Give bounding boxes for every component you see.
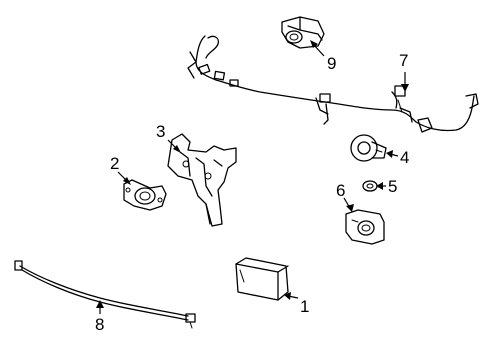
part-3-bracket: [167, 133, 237, 227]
part-5-washer: [362, 180, 378, 192]
part-8-cable: [14, 260, 196, 329]
callout-7: 7: [399, 51, 409, 92]
callout-9-label: 9: [327, 54, 336, 73]
callout-5: 5: [376, 177, 397, 196]
callout-3-label: 3: [156, 122, 165, 141]
callout-5-label: 5: [388, 177, 397, 196]
callout-9: 9: [310, 40, 336, 73]
callout-6: 6: [336, 181, 354, 212]
callout-1: 1: [284, 292, 309, 316]
callout-6-label: 6: [336, 181, 345, 200]
callout-2: 2: [110, 154, 131, 185]
part-4-sensor-ring: [350, 134, 387, 162]
part-6-mounting-plate: [345, 209, 385, 245]
callout-3: 3: [156, 122, 181, 153]
part-1-control-module: [235, 257, 289, 301]
callout-1-label: 1: [300, 297, 309, 316]
callout-8-label: 8: [95, 315, 104, 334]
part-9-sensor: [281, 16, 325, 49]
part-2-sensor-bracket: [123, 179, 167, 211]
callout-2-label: 2: [110, 154, 119, 173]
part-7-harness: [187, 35, 479, 133]
callout-4: 4: [386, 148, 409, 167]
callout-7-label: 7: [399, 51, 408, 70]
callout-8: 8: [95, 300, 104, 334]
callout-4-label: 4: [400, 148, 409, 167]
